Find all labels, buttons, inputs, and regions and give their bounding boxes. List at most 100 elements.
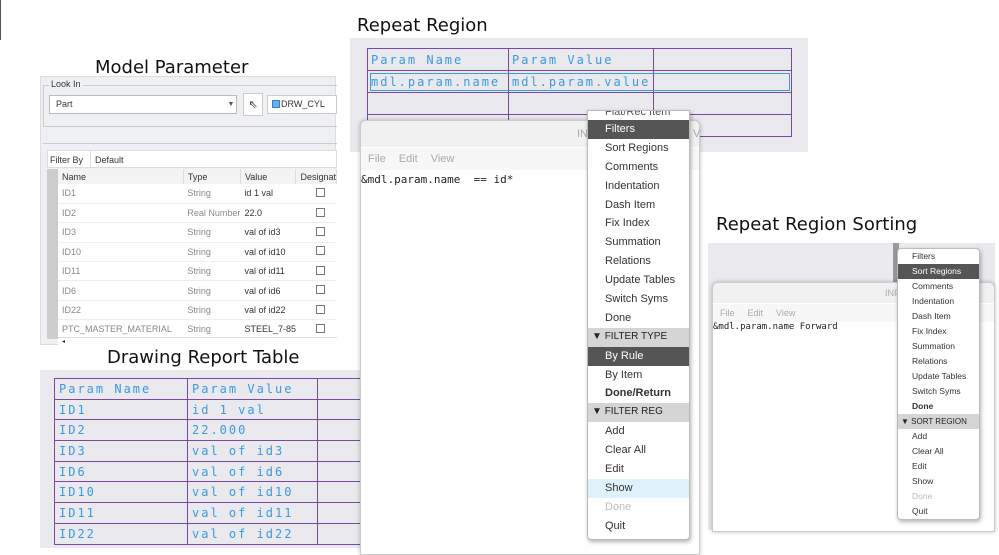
menu-view[interactable]: View	[776, 308, 796, 318]
menu-item-filters[interactable]: Filters	[588, 120, 689, 139]
designate-checkbox[interactable]	[315, 226, 325, 236]
menu-item-sort-regions[interactable]: Sort Regions	[898, 264, 979, 279]
horizontal-scrollbar[interactable]: ◂	[58, 337, 337, 346]
menu-item-by-item[interactable]: By Item	[605, 368, 643, 381]
editor-text[interactable]: &mdl.param.name == id*	[361, 173, 514, 186]
look-in-select[interactable]: Part	[49, 95, 237, 114]
menu-item-done[interactable]: Done	[912, 491, 933, 501]
menu-item-switch-syms[interactable]: Switch Syms	[605, 293, 668, 306]
menu-item-edit[interactable]: Edit	[605, 463, 624, 476]
designate-checkbox[interactable]	[315, 304, 325, 314]
param-value-cell: val of id22	[187, 522, 318, 545]
menu-item-comments[interactable]: Comments	[912, 281, 954, 291]
designate-checkbox[interactable]	[315, 207, 325, 217]
menu-item-done[interactable]: Done	[605, 500, 632, 513]
menu-item-by-rule[interactable]: By Rule	[588, 346, 689, 366]
menu-item-show[interactable]: Show	[912, 476, 934, 486]
model-parameter-dialog: Look In Part ▼ ⇖ DRW_CYL Filter By Defau…	[40, 76, 337, 346]
designate-checkbox[interactable]	[315, 323, 325, 333]
menu-view[interactable]: View	[430, 153, 455, 165]
param-type: String	[183, 222, 241, 243]
menu-file[interactable]: File	[720, 308, 735, 318]
param-value-cell: val of id6	[187, 460, 318, 483]
col-type[interactable]: Type	[183, 169, 241, 184]
menu-item-clear-all[interactable]: Clear All	[912, 446, 944, 456]
param-value[interactable]: val of id22	[240, 300, 296, 321]
menu-item-flat-rec-item[interactable]: Flat/Rec Item	[605, 111, 671, 118]
param-value[interactable]: val of id6	[240, 280, 296, 301]
menu-item-update-tables[interactable]: Update Tables	[605, 274, 676, 287]
menu-item-filters[interactable]: Filters	[912, 251, 936, 261]
col-value[interactable]: Value	[240, 169, 297, 184]
menu-item-relations[interactable]: Relations	[912, 356, 948, 366]
header-param-name: Param Name	[54, 378, 188, 400]
menu-file[interactable]: File	[368, 153, 386, 165]
param-value[interactable]: val of id10	[240, 242, 296, 263]
menu-item-done[interactable]: Done	[912, 401, 934, 411]
model-field[interactable]: DRW_CYL	[267, 95, 337, 114]
repeat-region-row[interactable]: mdl.param.name mdl.param.value	[367, 70, 792, 93]
param-value[interactable]: val of id3	[240, 222, 296, 243]
filter-by-label: Filter By	[50, 155, 84, 165]
menu-header-filter-type[interactable]: ▼ FILTER TYPE	[588, 327, 689, 347]
designate-checkbox[interactable]	[315, 187, 325, 197]
param-value[interactable]: val of id11	[240, 261, 296, 282]
menu-item-dash-item[interactable]: Dash Item	[912, 311, 951, 321]
row-gutter	[47, 169, 58, 339]
menu-edit[interactable]: Edit	[747, 308, 764, 318]
menu-edit[interactable]: Edit	[398, 153, 418, 165]
filter-by-select[interactable]: Default	[90, 151, 336, 167]
menu-item-summation[interactable]: Summation	[912, 341, 955, 351]
cursor-pick-icon[interactable]: ⇖	[243, 93, 263, 116]
menu-item-done-return[interactable]: Done/Return	[605, 387, 671, 400]
param-value[interactable]: 22.0	[240, 203, 296, 224]
designate-checkbox[interactable]	[315, 285, 325, 295]
menu-header-filter-reg[interactable]: ▼ FILTER REG	[588, 403, 689, 423]
filter-by-row: Filter By Default	[47, 150, 337, 168]
menu-item-indentation[interactable]: Indentation	[912, 296, 955, 306]
empty-cell	[367, 92, 509, 115]
menu-item-add[interactable]: Add	[912, 431, 928, 441]
col-designate[interactable]: Designat	[295, 169, 337, 184]
menu-item-done[interactable]: Done	[605, 311, 632, 324]
menu-item-switch-syms[interactable]: Switch Syms	[912, 386, 961, 396]
menu-item-show[interactable]: Show	[588, 478, 689, 498]
designate-cell	[295, 300, 337, 321]
chevron-down-icon[interactable]: ▼	[227, 101, 235, 108]
menu-item-add[interactable]: Add	[605, 425, 625, 438]
menu-item-edit[interactable]: Edit	[912, 461, 927, 471]
menu-item-comments[interactable]: Comments	[605, 160, 659, 173]
menu-item-dash-item[interactable]: Dash Item	[605, 198, 656, 211]
menu-item-indentation[interactable]: Indentation	[605, 179, 660, 192]
designate-checkbox[interactable]	[315, 246, 325, 256]
menu-item-quit[interactable]: Quit	[912, 506, 928, 516]
menu-item-relations[interactable]: Relations	[605, 255, 651, 268]
param-type: Real Number	[183, 203, 241, 224]
border-line	[0, 0, 1, 40]
menu-item-summation[interactable]: Summation	[605, 236, 661, 249]
editor-text[interactable]: &mdl.param.name Forward	[713, 322, 838, 332]
menu-header-sort-region[interactable]: ▼ SORT REGION	[898, 414, 979, 429]
repeat-region-sorting-title: Repeat Region Sorting	[716, 214, 918, 235]
part-cube-icon	[272, 100, 280, 108]
param-name: ID3	[58, 222, 184, 243]
caret-down-icon: ▼	[592, 406, 605, 418]
menu-item-clear-all[interactable]: Clear All	[605, 444, 646, 457]
menu-item-sort-regions[interactable]: Sort Regions	[605, 141, 669, 154]
col-name[interactable]: Name	[58, 169, 184, 184]
designate-checkbox[interactable]	[315, 265, 325, 275]
menu-item-fix-index[interactable]: Fix Index	[605, 217, 650, 230]
menu-item-quit[interactable]: Quit	[605, 519, 626, 532]
menu-item-fix-index[interactable]: Fix Index	[912, 326, 947, 336]
param-value[interactable]: id 1 val	[240, 184, 296, 204]
menu-item-update-tables[interactable]: Update Tables	[912, 371, 967, 381]
param-name-cell: ID1	[54, 398, 188, 421]
